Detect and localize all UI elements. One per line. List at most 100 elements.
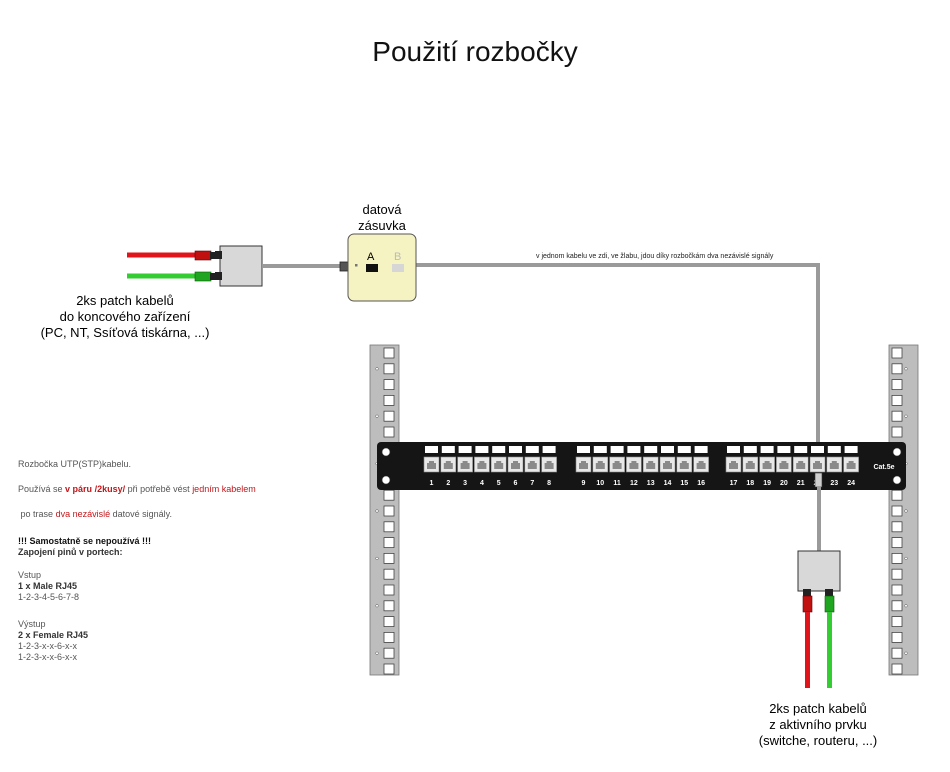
rack-hole [891, 521, 903, 533]
panel-port-number: 23 [830, 480, 838, 487]
rack-hole [383, 521, 395, 533]
notes-input-title: Vstup [18, 570, 42, 580]
wall-socket [347, 233, 417, 302]
notes-route-prefix: po trase [20, 509, 54, 519]
panel-port: 19 [759, 446, 775, 487]
rack-hole [383, 600, 395, 612]
panel-port: 2 [440, 446, 457, 487]
left-cables-line1: 2ks patch kabelů [76, 293, 174, 308]
panel-port-number: 21 [797, 480, 805, 487]
panel-port-number: 5 [497, 480, 501, 487]
panel-port-number: 12 [630, 480, 638, 487]
rack-hole [891, 363, 903, 375]
panel-port-number: 4 [480, 480, 484, 487]
panel-brand: Cat.5e [873, 464, 894, 471]
trunk-cable [416, 263, 820, 480]
panel-port-number: 18 [746, 480, 754, 487]
rack-hole [891, 379, 903, 391]
panel-port: 17 [725, 446, 742, 487]
left-patch-cable-red [127, 250, 216, 261]
rack-hole [891, 647, 903, 659]
notes-route-two: dva nezávislé [55, 509, 111, 519]
page-title: Použití rozbočky [372, 36, 578, 67]
notes-route: po trase dva nezávislé datové signály. [18, 509, 348, 520]
notes-output-title: Výstup [18, 619, 46, 629]
notes-use-mid: při potřebě vést [127, 484, 190, 494]
panel-port: 8 [541, 446, 557, 487]
panel-port: 13 [642, 446, 659, 487]
socket-label-line2: zásuvka [358, 218, 406, 233]
notes-output-type: 2 x Female RJ45 [18, 630, 89, 640]
panel-port: 5 [490, 446, 507, 487]
notes-intro: Rozbočka UTP(STP)kabelu. [18, 459, 132, 469]
rack-hole [383, 347, 395, 359]
right-cables-line2: z aktivního prvku [769, 717, 867, 732]
rack-hole [383, 394, 395, 406]
panel-port: 6 [507, 446, 524, 487]
rack-hole [891, 600, 903, 612]
right-patch-cable-red [802, 595, 813, 688]
rack-hole [383, 410, 395, 422]
panel-port: 18 [742, 446, 759, 487]
panel-port-number: 8 [547, 480, 551, 487]
panel-port: 24 [843, 446, 859, 487]
notes-input-pins: 1-2-3-4-5-6-7-8 [18, 592, 80, 602]
rack-hole [891, 394, 903, 406]
left-cables-line3: (PC, NT, Ssíťová tiskárna, ...) [40, 325, 210, 340]
notes-use-one-cable: jedním kabelem [192, 484, 256, 494]
rack-hole [383, 647, 395, 659]
rack-rail-right [888, 344, 919, 676]
panel-port-number: 3 [463, 480, 467, 487]
panel-port: 21 [792, 446, 809, 487]
panel-port-number: 14 [664, 480, 672, 487]
rack-hole [891, 584, 903, 596]
panel-port-number: 2 [446, 480, 450, 487]
panel-port: 15 [676, 446, 693, 487]
panel-port: 10 [592, 446, 609, 487]
rack-hole [891, 537, 903, 548]
rack-hole [383, 568, 395, 580]
right-patch-cable-green [824, 595, 835, 688]
rack-hole [891, 347, 903, 359]
panel-port-number: 24 [847, 480, 855, 487]
socket-port-b-label: B [394, 251, 402, 263]
rack-hole [383, 379, 395, 391]
rack-hole [891, 489, 903, 501]
right-cables-line3: (switche, routeru, ...) [758, 733, 878, 748]
panel-port-number: 15 [680, 480, 688, 487]
panel-port: 3 [457, 446, 473, 487]
right-cables-line1: 2ks patch kabelů [769, 701, 867, 716]
rack-hole [891, 663, 903, 675]
panel-port: 9 [575, 446, 592, 487]
left-patch-cable-green [127, 271, 216, 282]
rack-hole [891, 632, 903, 643]
panel-port: 14 [659, 446, 676, 487]
notes-warning: !!! Samostatně se nepoužívá !!! [18, 536, 152, 546]
panel-port-number: 19 [763, 480, 771, 487]
rack-hole [383, 489, 395, 501]
socket-label-line1: datová [362, 202, 402, 217]
notes-input-type: 1 x Male RJ45 [18, 581, 78, 591]
notes-use-pieces: /2kusy/ [94, 484, 126, 494]
rack-hole [383, 632, 395, 643]
rack-hole [891, 426, 903, 438]
rack-hole [383, 537, 395, 548]
notes-use-prefix: Používá se [18, 484, 63, 494]
rack-hole [383, 663, 395, 675]
rack-hole [383, 584, 395, 596]
rack-hole [383, 553, 395, 564]
notes-usage: Používá se v páru /2kusy/ při potřebě vé… [18, 484, 348, 495]
panel-port: 4 [474, 446, 490, 487]
right-splitter [797, 472, 841, 596]
rack-rail-left [369, 344, 400, 676]
notes-use-pair: v páru [65, 484, 93, 494]
rack-hole [383, 426, 395, 438]
panel-port-number: 9 [582, 480, 586, 487]
rack-hole [383, 505, 395, 517]
panel-port: 16 [693, 446, 709, 487]
notes-output-pins-2: 1-2-3-x-x-6-x-x [18, 652, 78, 662]
panel-port-number: 7 [530, 480, 534, 487]
rack-hole [891, 505, 903, 517]
panel-port-number: 6 [514, 480, 518, 487]
panel-port: 12 [626, 446, 642, 487]
